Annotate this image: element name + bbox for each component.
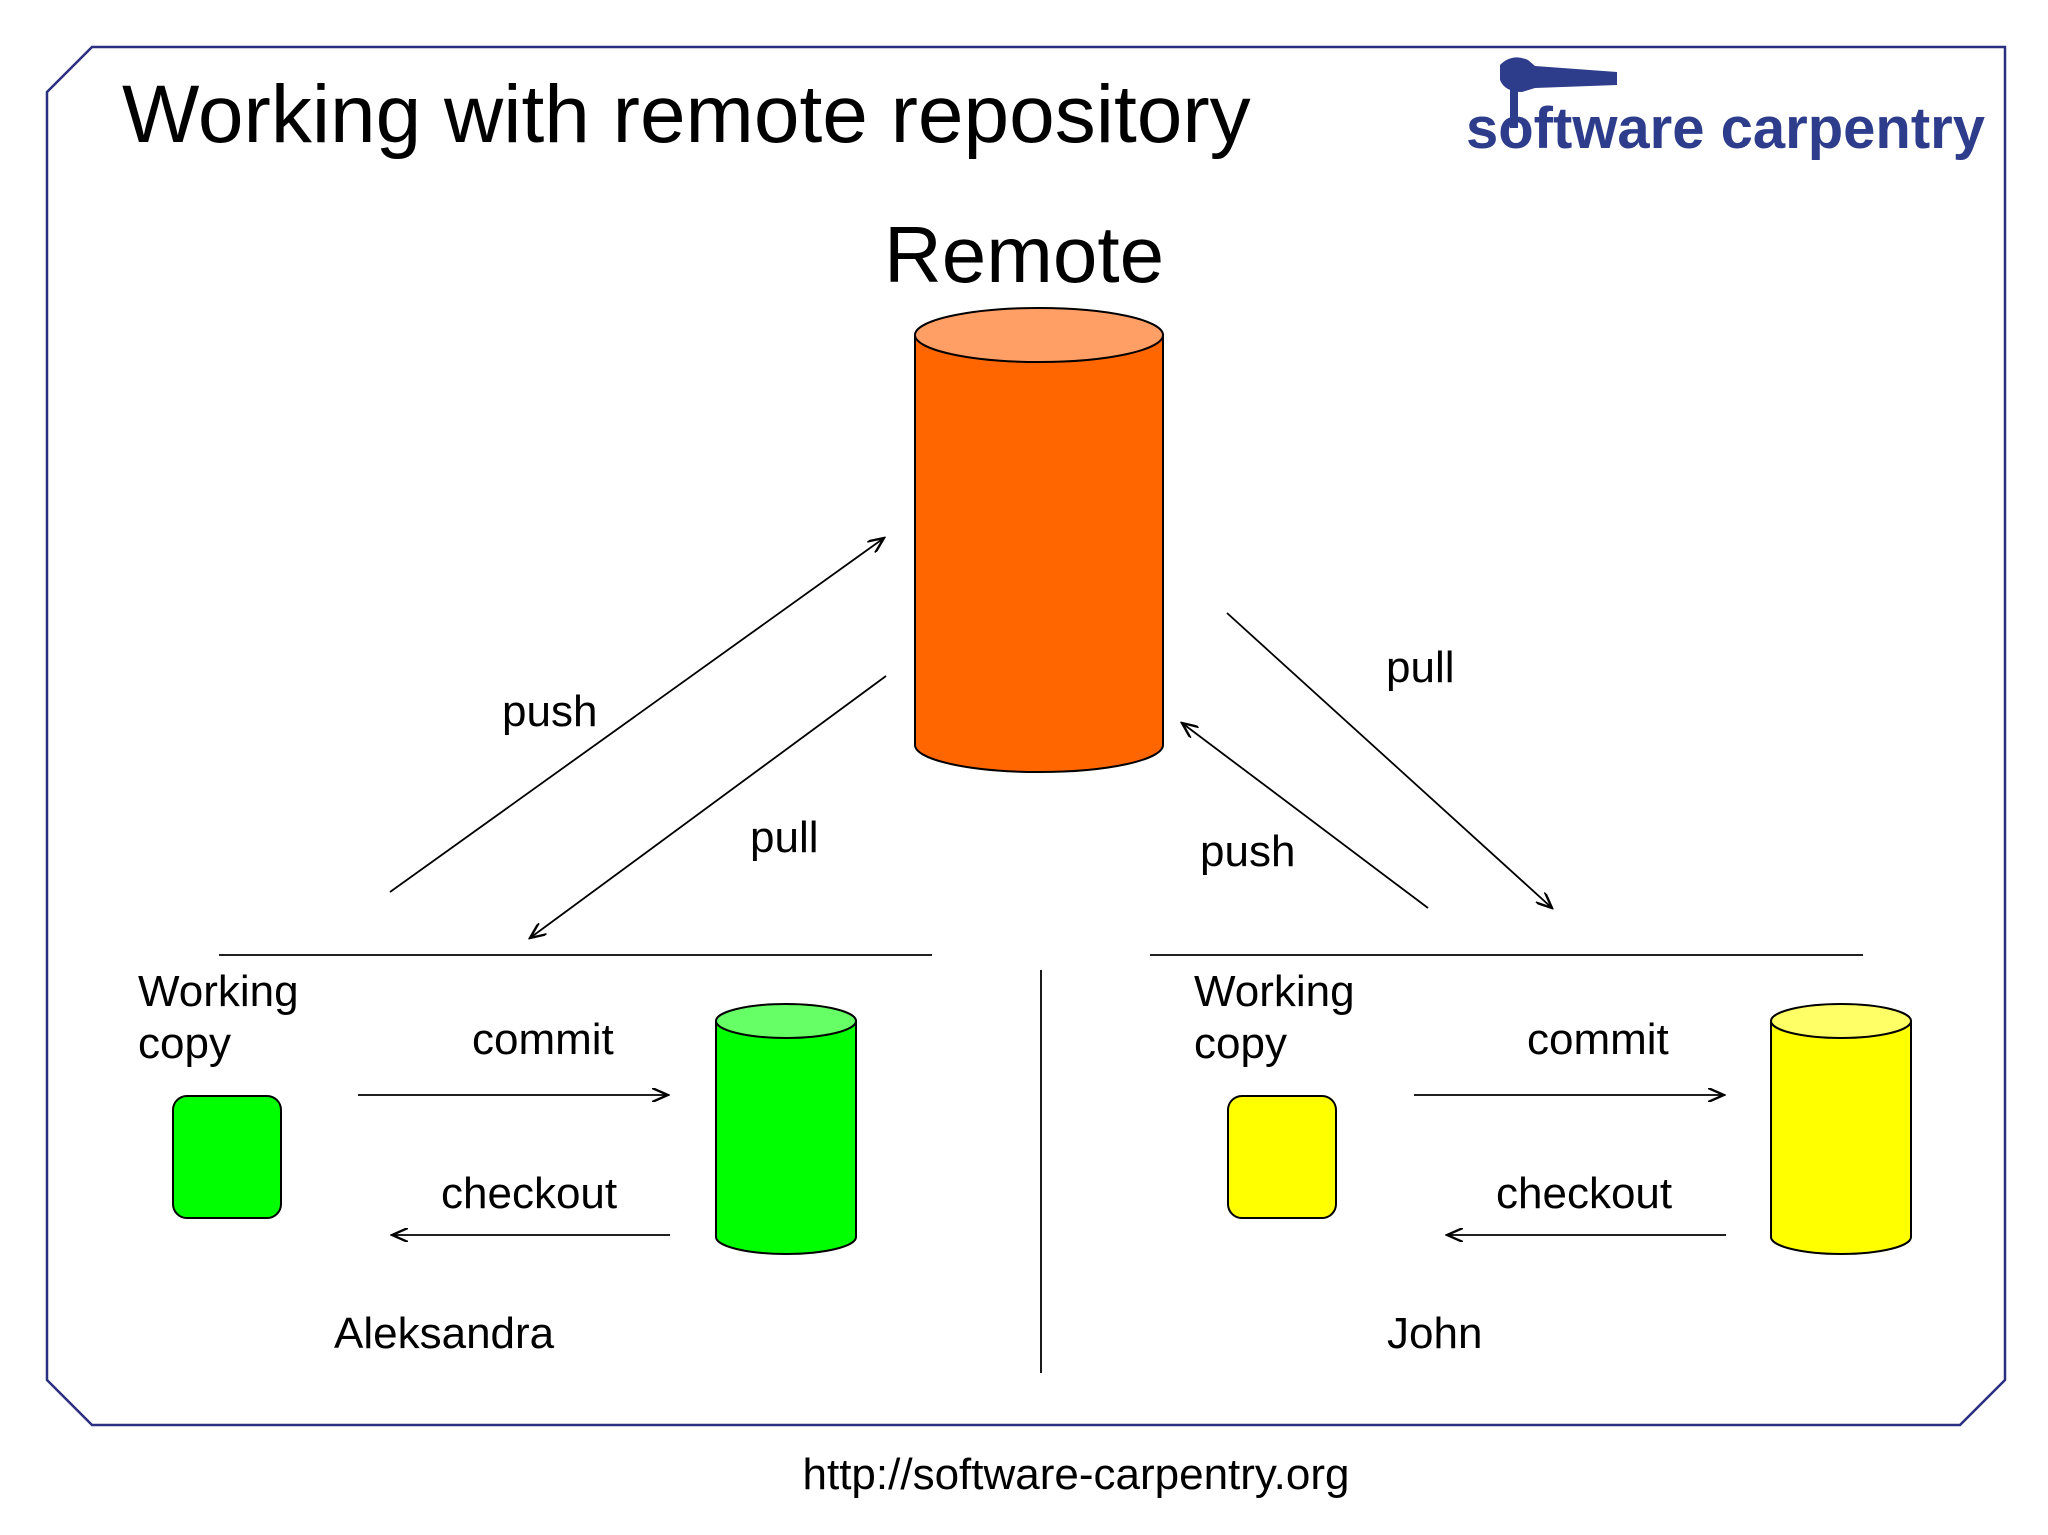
left-working-copy-box (172, 1095, 282, 1219)
right-checkout-label: checkout (1496, 1169, 1672, 1218)
right-section: Working copy commit checkout John (1194, 967, 1912, 1358)
left-working-copy-line-2: copy (138, 1019, 231, 1068)
left-commit-label: commit (472, 1015, 614, 1064)
right-commit-label: commit (1527, 1015, 1669, 1064)
left-person-name: Aleksandra (334, 1309, 555, 1358)
left-push-arrow (389, 538, 884, 893)
left-working-copy-label: Working copy (138, 967, 311, 1068)
right-working-copy-box (1227, 1095, 1337, 1219)
right-working-copy-label: Working copy (1194, 967, 1367, 1068)
slide-frame (45, 45, 2007, 1427)
remote-repository-cylinder (914, 307, 1164, 773)
right-local-repository-cylinder (1770, 1003, 1912, 1255)
logo-text: software carpentry (1466, 96, 1985, 161)
hammer-icon (1500, 57, 1617, 128)
slide-title: Working with remote repository (122, 69, 1251, 160)
left-pull-label: pull (750, 813, 819, 862)
remote-label: Remote (884, 210, 1164, 299)
left-checkout-label: checkout (441, 1169, 617, 1218)
right-pull-label: pull (1386, 643, 1455, 692)
left-section: Working copy commit checkout Aleksandra (138, 967, 857, 1358)
right-push-arrow (1182, 723, 1429, 909)
right-working-copy-line-2: copy (1194, 1019, 1287, 1068)
left-local-repository-cylinder (715, 1003, 857, 1255)
software-carpentry-logo: software carpentry (1466, 57, 1985, 161)
left-pull-arrow (530, 675, 887, 938)
right-working-copy-line-1: Working (1194, 967, 1355, 1016)
left-working-copy-line-1: Working (138, 967, 299, 1016)
left-push-label: push (502, 687, 597, 736)
right-person-name: John (1387, 1309, 1482, 1358)
right-pull-arrow (1226, 612, 1552, 908)
right-push-label: push (1200, 827, 1295, 876)
footer-url[interactable]: http://software-carpentry.org (803, 1450, 1350, 1499)
